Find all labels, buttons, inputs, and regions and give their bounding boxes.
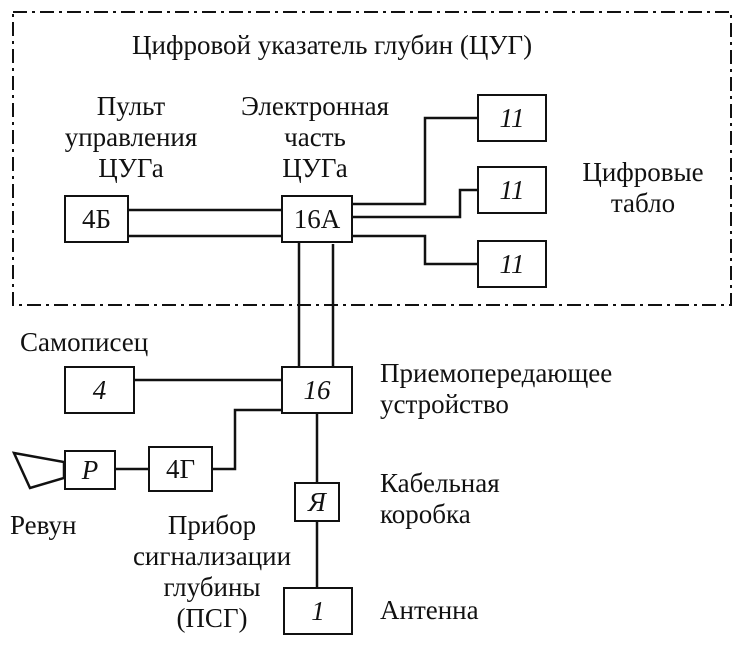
block-16: 16 — [281, 366, 353, 414]
label-recorder: Самописец — [20, 327, 149, 357]
label-cable-box: Кабельная коробка — [380, 468, 500, 529]
block-4b: 4Б — [64, 195, 129, 243]
label-transceiver: Приемопередающее устройство — [380, 358, 613, 419]
label-control-panel: Пульт управления ЦУГа — [64, 91, 198, 183]
label-antenna: Антенна — [380, 595, 479, 625]
block-16-label: 16 — [303, 374, 331, 405]
line-16a-11-top — [351, 116, 478, 206]
block-11-top: 11 — [477, 94, 547, 142]
cug-boundary — [12, 11, 732, 306]
block-16a: 16А — [281, 195, 353, 243]
block-1-label: 1 — [311, 595, 325, 626]
block-p-label: Р — [81, 454, 99, 485]
line-4b-16 — [128, 234, 301, 368]
block-4g: 4Г — [148, 446, 213, 492]
block-1: 1 — [283, 587, 353, 635]
label-depth-alarm: Прибор сигнализации глубины (ПСГ) — [132, 510, 292, 633]
block-ya-label: Я — [308, 486, 326, 517]
block-11-top-label: 11 — [499, 102, 525, 133]
siren-horn-icon — [11, 451, 66, 490]
block-4g-label: 4Г — [165, 453, 196, 484]
block-4-label: 4 — [92, 374, 107, 405]
line-16a-11-mid — [351, 188, 478, 219]
label-digital-displays: Цифровые табло — [582, 157, 704, 218]
block-p: Р — [64, 450, 116, 490]
block-16a-label: 16А — [293, 203, 341, 234]
block-4b-label: 4Б — [81, 203, 111, 234]
label-electronic-unit: Электронная часть ЦУГа — [240, 91, 390, 183]
block-ya: Я — [294, 482, 340, 522]
block-11-bot-label: 11 — [499, 248, 525, 279]
label-siren: Ревун — [10, 510, 77, 540]
diagram-title: Цифровой указатель глубин (ЦУГ) — [132, 30, 533, 60]
line-16a-11-bot — [351, 234, 478, 266]
block-11-mid: 11 — [477, 166, 547, 214]
line-16-4g — [212, 408, 299, 471]
block-4: 4 — [64, 366, 135, 414]
block-11-bot: 11 — [477, 240, 547, 288]
block-11-mid-label: 11 — [499, 174, 525, 205]
